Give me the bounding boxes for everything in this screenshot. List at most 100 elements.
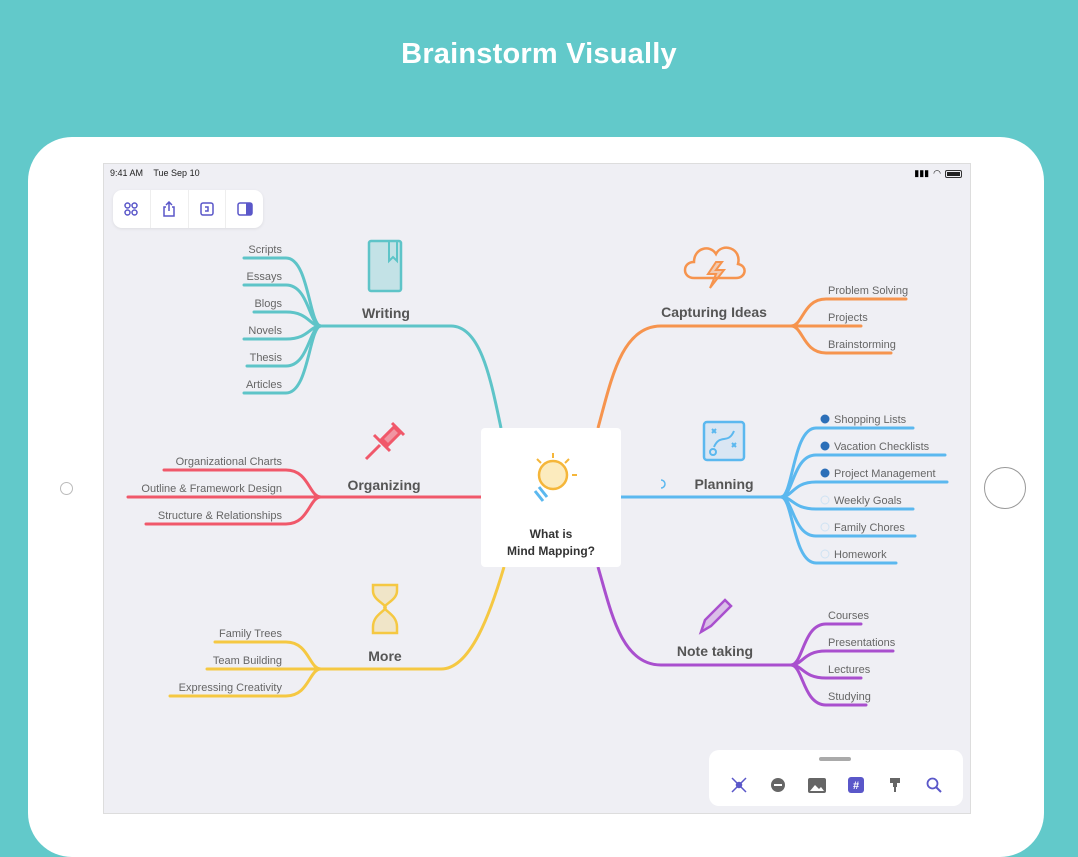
image-button[interactable] <box>807 776 826 794</box>
child-label-more[interactable]: Team Building <box>213 655 282 667</box>
branch-title-planning[interactable]: Planning <box>694 476 753 492</box>
child-line <box>779 495 898 565</box>
focus-button[interactable] <box>730 776 748 794</box>
outline-button[interactable] <box>189 190 227 228</box>
child-label-organizing[interactable]: Organizational Charts <box>176 456 283 468</box>
page-headline: Brainstorm Visually <box>401 38 677 70</box>
child-label-more[interactable]: Family Trees <box>219 628 282 640</box>
center-card <box>481 428 621 567</box>
grid-button[interactable] <box>113 190 151 228</box>
checkbox-empty-icon[interactable] <box>820 495 830 505</box>
branch-line <box>596 324 791 429</box>
signal-icon: ▮▮▮ <box>914 168 930 178</box>
status-date: Tue Sep 10 <box>153 168 200 178</box>
status-time: 9:41 AM <box>110 168 144 178</box>
child-label-notetaking[interactable]: Lectures <box>828 664 871 676</box>
search-icon <box>926 777 942 793</box>
outline-icon <box>200 202 214 216</box>
remove-button[interactable] <box>769 776 787 794</box>
child-label-writing[interactable]: Blogs <box>254 298 282 310</box>
search-button[interactable] <box>925 776 943 794</box>
checkbox-checked-icon[interactable] <box>820 414 830 424</box>
grid-icon <box>124 202 139 216</box>
share-icon <box>163 201 175 217</box>
child-label-notetaking[interactable]: Presentations <box>828 637 896 649</box>
bulb-glass <box>537 459 569 491</box>
branch-title-notetaking[interactable]: Note taking <box>677 643 753 659</box>
child-label-writing[interactable]: Scripts <box>248 244 282 256</box>
sidebar-button[interactable] <box>226 190 263 228</box>
child-line <box>168 667 323 698</box>
lightning-shape <box>706 261 727 289</box>
checkbox-checked-icon[interactable] <box>820 468 830 478</box>
book-cover <box>367 239 403 293</box>
branch-line <box>596 566 791 667</box>
branch-title-capturing[interactable]: Capturing Ideas <box>661 304 767 320</box>
storm-cloud-icon <box>683 246 746 289</box>
pin-shape <box>364 421 406 461</box>
child-line <box>789 649 895 667</box>
child-label-writing[interactable]: Novels <box>248 325 282 337</box>
pushpin-icon <box>364 421 406 461</box>
lightbulb-icon <box>533 453 577 502</box>
home-button[interactable] <box>984 467 1026 509</box>
branch-line <box>321 324 503 429</box>
child-label-planning[interactable]: Vacation Checklists <box>834 441 930 453</box>
battery-icon <box>945 169 962 178</box>
checkbox-checked-icon[interactable] <box>820 441 830 451</box>
image-icon <box>807 777 826 793</box>
pencil-icon <box>698 598 733 635</box>
tag-button[interactable]: # <box>847 776 865 794</box>
child-label-capturing[interactable]: Brainstorming <box>828 339 896 351</box>
board-circle <box>709 448 717 456</box>
checkbox-empty-icon[interactable] <box>820 549 830 559</box>
camera-icon <box>60 482 73 495</box>
pin-button[interactable] <box>886 776 904 794</box>
branch-title-writing[interactable]: Writing <box>362 305 410 321</box>
child-label-planning[interactable]: Weekly Goals <box>834 495 902 507</box>
cloud-shape <box>683 246 746 280</box>
child-line <box>789 324 893 355</box>
bottom-toolbar: # <box>709 750 963 806</box>
child-label-planning[interactable]: Shopping Lists <box>834 414 907 426</box>
focus-icon <box>730 777 747 793</box>
checkbox-empty-icon[interactable] <box>820 522 830 532</box>
child-label-notetaking[interactable]: Courses <box>828 610 869 622</box>
branch-title-more[interactable]: More <box>368 648 402 664</box>
hourglass-icon <box>371 583 399 635</box>
sidebar-icon <box>236 202 253 216</box>
child-label-planning[interactable]: Project Management <box>834 468 936 480</box>
child-line <box>242 324 323 395</box>
pin-icon <box>889 778 900 792</box>
child-label-capturing[interactable]: Problem Solving <box>828 285 908 297</box>
drag-handle[interactable] <box>819 757 851 761</box>
child-label-writing[interactable]: Thesis <box>250 352 283 364</box>
share-button[interactable] <box>151 190 189 228</box>
child-label-planning[interactable]: Homework <box>834 549 887 561</box>
center-title-line2: Mind Mapping? <box>507 544 595 558</box>
child-label-planning[interactable]: Family Chores <box>834 522 905 534</box>
collapse-icon[interactable] <box>660 479 666 489</box>
child-label-notetaking[interactable]: Studying <box>828 691 871 703</box>
strategy-board-icon <box>702 420 746 462</box>
remove-icon <box>770 778 785 792</box>
child-line <box>789 663 868 707</box>
child-label-more[interactable]: Expressing Creativity <box>179 682 283 694</box>
status-bar: 9:41 AM Tue Sep 10 <box>110 168 208 178</box>
child-label-writing[interactable]: Essays <box>247 271 283 283</box>
status-indicators: ▮▮▮ ◠ <box>914 168 962 179</box>
child-label-organizing[interactable]: Structure & Relationships <box>158 510 283 522</box>
child-label-capturing[interactable]: Projects <box>828 312 868 324</box>
branch-title-organizing[interactable]: Organizing <box>347 477 420 493</box>
child-label-writing[interactable]: Articles <box>246 379 283 391</box>
child-label-organizing[interactable]: Outline & Framework Design <box>141 483 282 495</box>
board-marks <box>711 428 737 448</box>
